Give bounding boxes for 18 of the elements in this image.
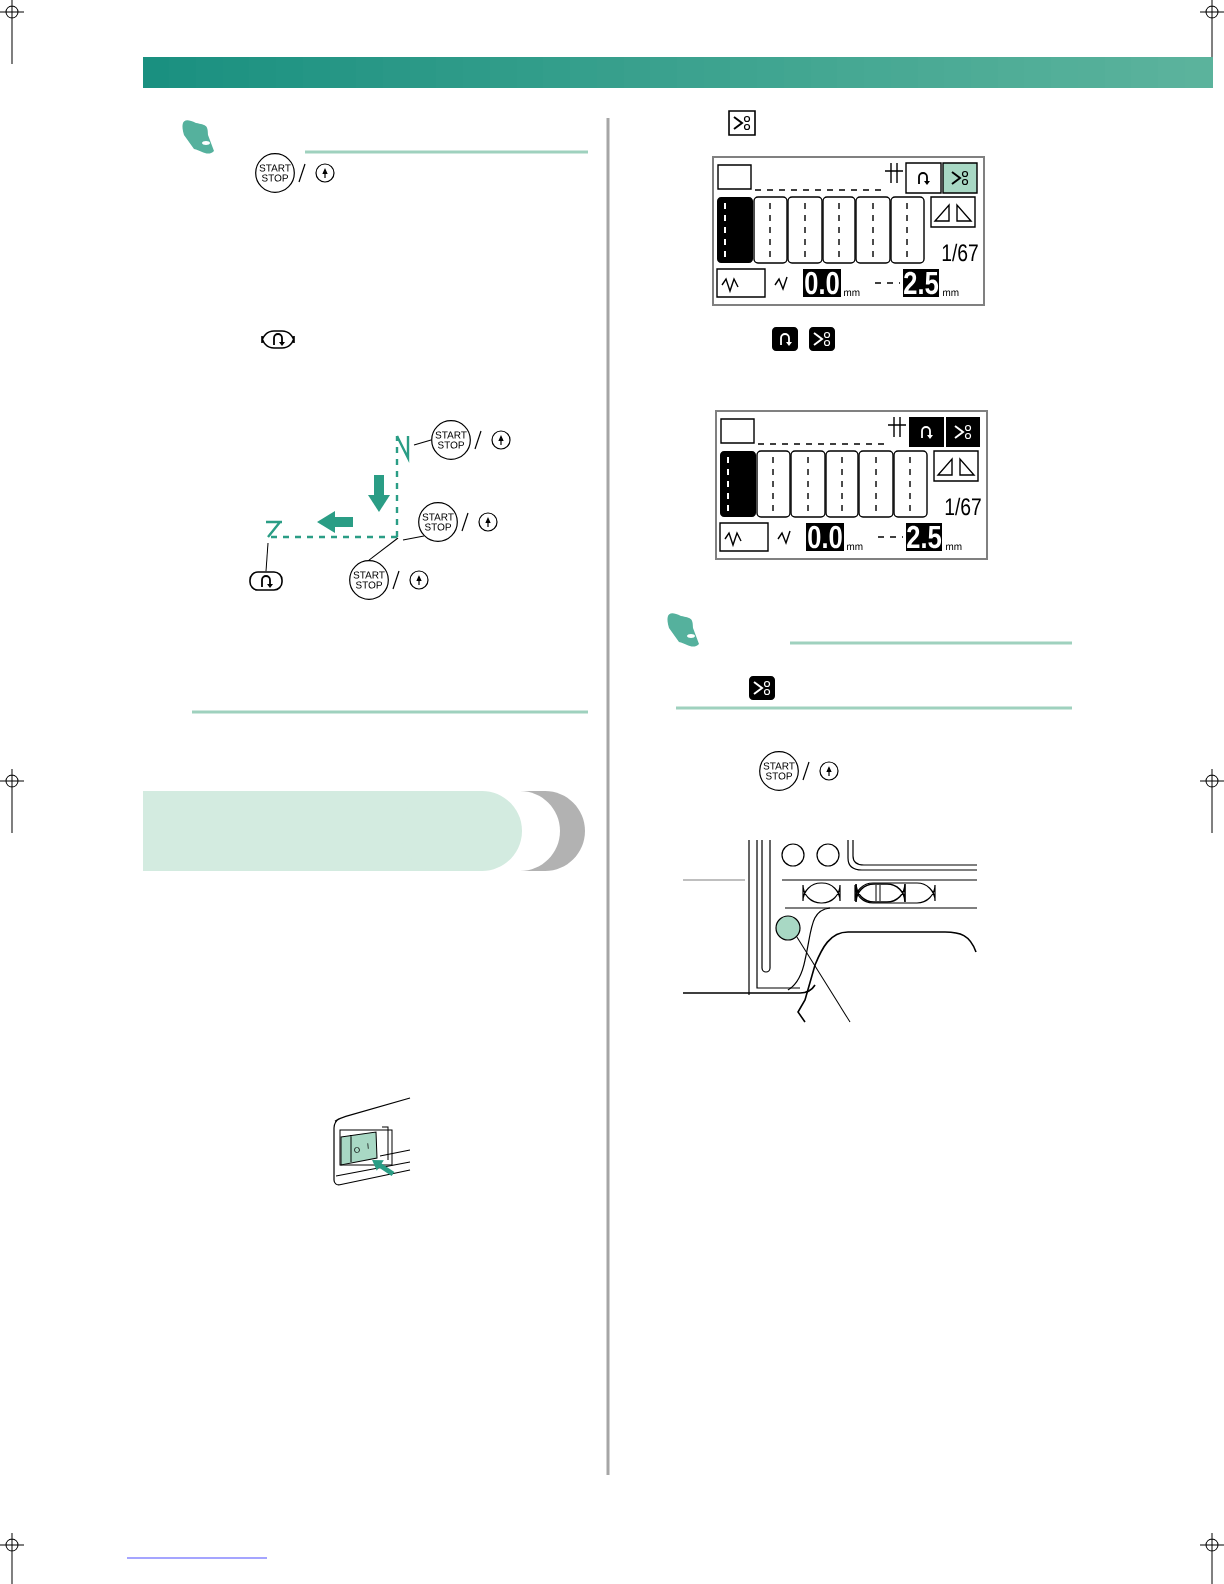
label: mm xyxy=(946,544,962,551)
leader-line xyxy=(413,439,432,446)
label: 2.5 xyxy=(907,525,942,549)
power-switch-drawing: O I xyxy=(333,1097,411,1186)
leader-line xyxy=(796,936,851,1023)
label: 0.0 xyxy=(805,271,839,295)
label: 0.0 xyxy=(808,525,842,549)
reverse-button-icon xyxy=(249,571,283,591)
label: mm xyxy=(943,290,959,297)
leader-line xyxy=(265,542,269,572)
label: 1/67 xyxy=(942,243,978,262)
label: 1/67 xyxy=(945,497,981,516)
button-circle xyxy=(775,915,801,941)
label: mm xyxy=(847,544,863,551)
label: 2.5 xyxy=(904,271,939,295)
label: mm xyxy=(844,290,860,297)
leader-line xyxy=(402,535,425,541)
leader-line xyxy=(368,537,399,561)
